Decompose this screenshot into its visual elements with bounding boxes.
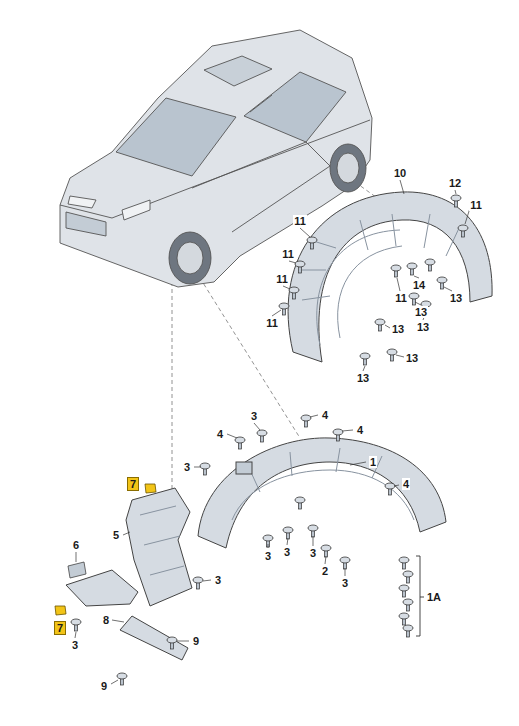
- callout-number: 4: [356, 424, 364, 436]
- callout-number: 7: [54, 621, 66, 635]
- callout-number: 13: [416, 321, 430, 333]
- callout-number: 3: [214, 574, 222, 586]
- front-liner-flap: [126, 488, 192, 606]
- callout-number: 9: [100, 680, 108, 692]
- callout-number: 14: [412, 279, 426, 291]
- group-bracket: [416, 556, 424, 636]
- callout-number: 2: [321, 565, 329, 577]
- retainer: [68, 562, 86, 578]
- callout-number: 8: [102, 614, 110, 626]
- rear-wheel-housing-liner: [288, 192, 492, 362]
- callout-number: 9: [192, 635, 200, 647]
- callout-number: 6: [72, 539, 80, 551]
- callout-number: 3: [309, 547, 317, 559]
- callout-number: 13: [414, 306, 428, 318]
- callout-number: 7: [127, 477, 139, 491]
- callout-number: 3: [341, 577, 349, 589]
- deflector-strip: [120, 616, 188, 660]
- callout-number: 1: [369, 456, 377, 468]
- callout-number: 3: [71, 639, 79, 651]
- callout-number: 3: [264, 550, 272, 562]
- callout-number: 3: [250, 410, 258, 422]
- callout-number: 10: [393, 167, 407, 179]
- callout-number: 12: [448, 177, 462, 189]
- callout-number: 13: [356, 372, 370, 384]
- callout-number: 3: [183, 461, 191, 473]
- callout-number: 11: [275, 273, 289, 285]
- callout-number: 11: [265, 317, 279, 329]
- callout-number: 11: [281, 248, 295, 260]
- callout-number: 13: [405, 352, 419, 364]
- callout-number: 4: [402, 478, 410, 490]
- callout-number: 13: [391, 323, 405, 335]
- callout-number: 3: [283, 546, 291, 558]
- leader-lines: [75, 180, 470, 684]
- callout-number: 11: [394, 292, 408, 304]
- fasteners: [55, 195, 468, 685]
- callout-number: 11: [469, 199, 483, 211]
- callout-number: 13: [449, 292, 463, 304]
- callout-number: 1A: [426, 591, 442, 603]
- callout-number: 4: [216, 428, 224, 440]
- callout-number: 11: [293, 215, 307, 227]
- front-wheel-housing-liner: [198, 438, 446, 548]
- callout-number: 5: [112, 529, 120, 541]
- callout-number: 4: [321, 409, 329, 421]
